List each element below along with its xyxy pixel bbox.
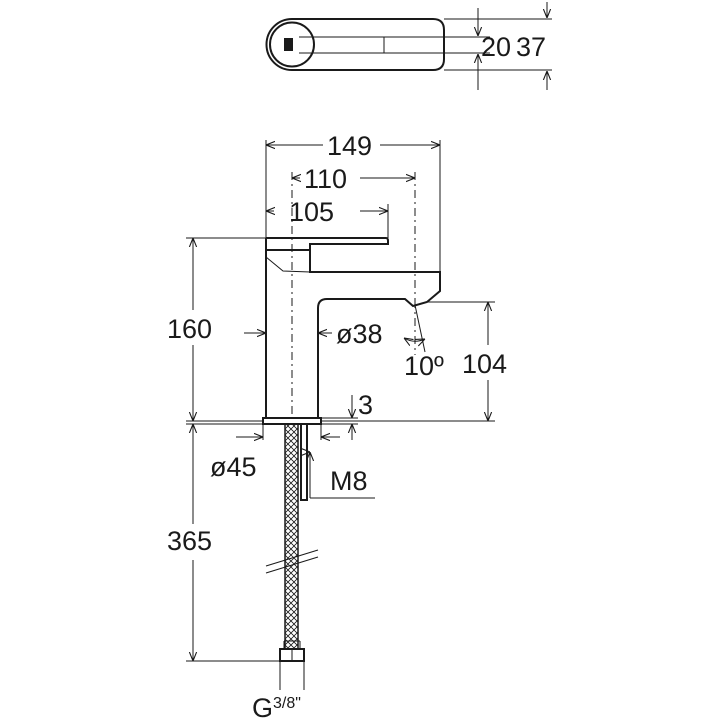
faucet-body bbox=[265, 238, 441, 419]
side-view: 149 110 105 160 ø38 10º 104 bbox=[167, 131, 507, 723]
dim-overall-length: 149 bbox=[327, 131, 372, 161]
dim-hose-length: 365 bbox=[167, 526, 212, 556]
dim-width-inner: 20 bbox=[481, 32, 511, 62]
lever-handle bbox=[266, 237, 389, 272]
dim-lever-length: 105 bbox=[289, 197, 334, 227]
connection-thread: G3/8" bbox=[252, 693, 301, 723]
flexible-hose bbox=[284, 423, 299, 650]
dim-height: 160 bbox=[167, 314, 212, 344]
dim-thread: M8 bbox=[330, 466, 368, 496]
dim-flange-diameter: ø45 bbox=[210, 452, 257, 482]
top-view-cartridge-circle bbox=[269, 21, 315, 68]
top-view-lever-outline bbox=[265, 18, 445, 71]
dim-spout-axis: 110 bbox=[304, 164, 347, 194]
base-flange bbox=[262, 417, 322, 425]
dim-spout-height: 104 bbox=[462, 349, 507, 379]
dim-spout-angle: 10º bbox=[404, 351, 444, 381]
top-view: 20 37 bbox=[265, 2, 552, 90]
dim-width-outer: 37 bbox=[516, 32, 546, 62]
dim-flange-thickness: 3 bbox=[358, 390, 373, 420]
threaded-stud bbox=[300, 423, 308, 501]
top-view-brand-logo bbox=[284, 38, 293, 51]
dim-body-diameter: ø38 bbox=[336, 319, 383, 349]
